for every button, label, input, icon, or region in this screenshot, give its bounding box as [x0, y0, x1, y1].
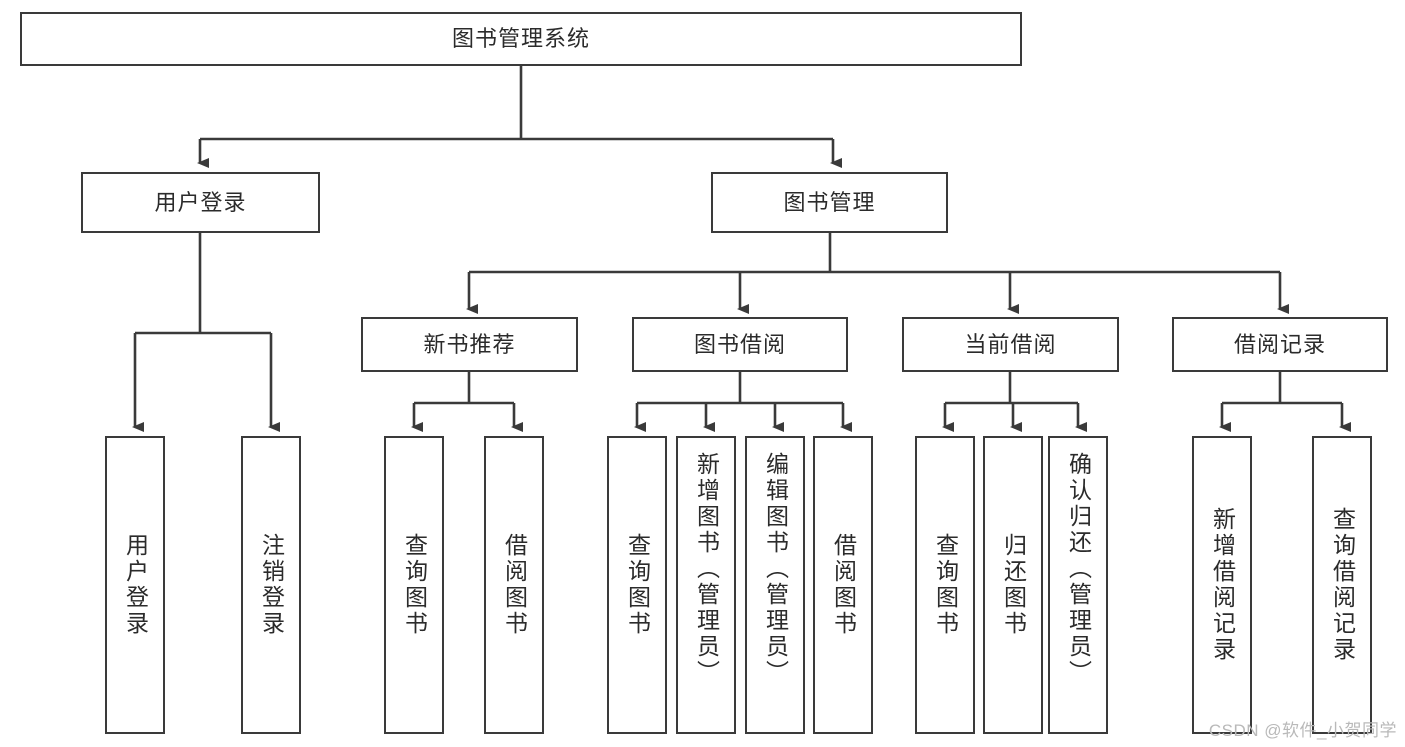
node-new-book-recommend-label: 新书推荐: [423, 331, 516, 357]
node-current-borrow-label: 当前借阅: [964, 331, 1057, 357]
leaf-current-query-book[interactable]: 查询图书: [915, 436, 975, 734]
leaf-record-add[interactable]: 新增借阅记录: [1192, 436, 1252, 734]
node-book-management[interactable]: 图书管理: [711, 172, 948, 233]
leaf-record-query-label: 查询借阅记录: [1329, 507, 1356, 663]
node-book-borrow[interactable]: 图书借阅: [632, 317, 848, 372]
leaf-borrow-query-book[interactable]: 查询图书: [607, 436, 667, 734]
leaf-new-book-query-label: 查询图书: [401, 533, 428, 637]
leaf-new-book-borrow[interactable]: 借阅图书: [484, 436, 544, 734]
leaf-borrow-query-book-label: 查询图书: [624, 533, 651, 637]
leaf-current-confirm-return-label: 确认归还（管理员）: [1065, 452, 1092, 686]
leaf-user-login-signout-label: 注销登录: [258, 533, 285, 637]
leaf-borrow-add-book-label: 新增图书（管理员）: [693, 452, 720, 686]
node-user-login[interactable]: 用户登录: [81, 172, 320, 233]
node-new-book-recommend[interactable]: 新书推荐: [361, 317, 578, 372]
node-user-login-label: 用户登录: [154, 189, 247, 215]
leaf-borrow-add-book[interactable]: 新增图书（管理员）: [676, 436, 736, 734]
leaf-user-login-signout[interactable]: 注销登录: [241, 436, 301, 734]
leaf-record-add-label: 新增借阅记录: [1209, 507, 1236, 663]
leaf-current-confirm-return[interactable]: 确认归还（管理员）: [1048, 436, 1108, 734]
node-book-management-label: 图书管理: [783, 189, 876, 215]
node-root[interactable]: 图书管理系统: [20, 12, 1022, 66]
node-borrow-record[interactable]: 借阅记录: [1172, 317, 1388, 372]
leaf-borrow-edit-book-label: 编辑图书（管理员）: [762, 452, 789, 686]
leaf-current-return-book-label: 归还图书: [1000, 533, 1027, 637]
node-book-borrow-label: 图书借阅: [693, 331, 786, 357]
node-root-label: 图书管理系统: [451, 26, 590, 52]
leaf-new-book-query[interactable]: 查询图书: [384, 436, 444, 734]
leaf-record-query[interactable]: 查询借阅记录: [1312, 436, 1372, 734]
leaf-user-login-signin-label: 用户登录: [122, 533, 149, 637]
leaf-current-query-book-label: 查询图书: [932, 533, 959, 637]
leaf-user-login-signin[interactable]: 用户登录: [105, 436, 165, 734]
node-current-borrow[interactable]: 当前借阅: [902, 317, 1119, 372]
leaf-current-return-book[interactable]: 归还图书: [983, 436, 1043, 734]
leaf-new-book-borrow-label: 借阅图书: [501, 533, 528, 637]
leaf-borrow-borrow-book[interactable]: 借阅图书: [813, 436, 873, 734]
node-borrow-record-label: 借阅记录: [1233, 331, 1326, 357]
leaf-borrow-borrow-book-label: 借阅图书: [830, 533, 857, 637]
watermark: CSDN @软件_小贺同学: [1208, 721, 1397, 740]
leaf-borrow-edit-book[interactable]: 编辑图书（管理员）: [745, 436, 805, 734]
